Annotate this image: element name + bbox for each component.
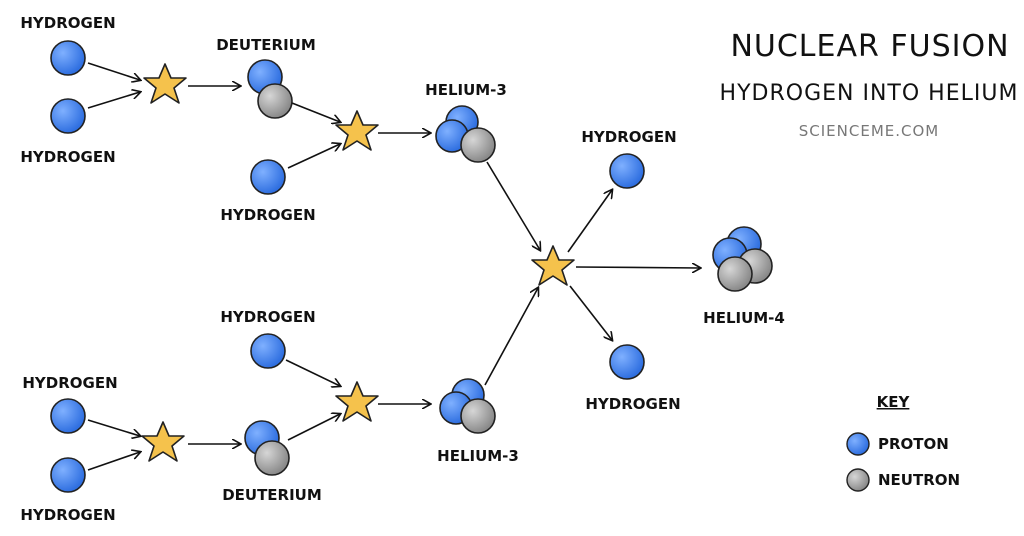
legend-title: KEY (877, 393, 911, 411)
fusion-star-icon (143, 63, 187, 104)
particle-labels: HYDROGEN HYDROGEN DEUTERIUM HYDROGEN HEL… (20, 14, 785, 524)
neutron-icon (717, 256, 753, 292)
arrow-star5-h5 (567, 190, 612, 253)
label-hydrogen: HYDROGEN (581, 128, 676, 146)
label-deuterium: DEUTERIUM (222, 486, 322, 504)
arrow-h8-star4 (87, 452, 140, 471)
arrow-d2-star3 (287, 414, 340, 441)
arrow-h3-star2 (287, 144, 340, 169)
deuterium-nucleus-top (247, 59, 293, 119)
proton-icon (250, 333, 286, 369)
neutron-icon (254, 440, 290, 476)
proton-icon (50, 98, 86, 134)
arrow-h7-star4 (87, 419, 140, 436)
neutron-icon (460, 127, 496, 163)
proton-icon (50, 398, 86, 434)
fusion-stars (141, 63, 575, 462)
arrow-h1-star1 (87, 62, 140, 80)
label-hydrogen: HYDROGEN (20, 14, 115, 32)
proton-icon (50, 40, 86, 76)
proton-icon (50, 457, 86, 493)
proton-icon (846, 432, 870, 456)
legend-neutron-label: NEUTRON (878, 471, 960, 489)
deuterium-nucleus-bottom (244, 420, 290, 476)
proton-icon (609, 153, 645, 189)
fusion-star-icon (531, 245, 575, 286)
fusion-star-icon (335, 381, 379, 422)
proton-icon (250, 159, 286, 195)
label-hydrogen: HYDROGEN (585, 395, 680, 413)
arrow-he3a-star5 (486, 161, 540, 250)
arrow-h4-star3 (285, 359, 340, 386)
diagram-subtitle: HYDROGEN INTO HELIUM (720, 81, 1019, 106)
arrow-h2-star1 (87, 92, 140, 109)
neutron-icon (257, 83, 293, 119)
arrow-star5-h6 (569, 285, 612, 340)
fusion-star-icon (141, 421, 185, 462)
arrow-d1-star2 (291, 102, 340, 122)
helium4-nucleus (712, 226, 773, 292)
label-helium3: HELIUM-3 (437, 447, 519, 465)
arrow-star5-he4 (575, 267, 700, 268)
label-deuterium: DEUTERIUM (216, 36, 316, 54)
proton-icon (609, 344, 645, 380)
helium3-nucleus-bottom (439, 378, 496, 434)
diagram-title: NUCLEAR FUSION (730, 29, 1009, 64)
legend: KEY PROTON NEUTRON (846, 393, 960, 492)
label-hydrogen: HYDROGEN (22, 374, 117, 392)
label-hydrogen: HYDROGEN (220, 308, 315, 326)
neutron-icon (846, 468, 870, 492)
site-credit: SCIENCEME.COM (799, 122, 939, 140)
label-hydrogen: HYDROGEN (220, 206, 315, 224)
reaction-arrows (87, 62, 700, 471)
helium3-nucleus-top (435, 105, 496, 163)
label-hydrogen: HYDROGEN (20, 506, 115, 524)
fusion-star-icon (335, 110, 379, 151)
label-helium4: HELIUM-4 (703, 309, 785, 327)
label-hydrogen: HYDROGEN (20, 148, 115, 166)
label-helium3: HELIUM-3 (425, 81, 507, 99)
neutron-icon (460, 398, 496, 434)
arrow-he3b-star5 (484, 288, 538, 386)
legend-proton-label: PROTON (878, 435, 949, 453)
hydrogen-particles (50, 40, 645, 493)
